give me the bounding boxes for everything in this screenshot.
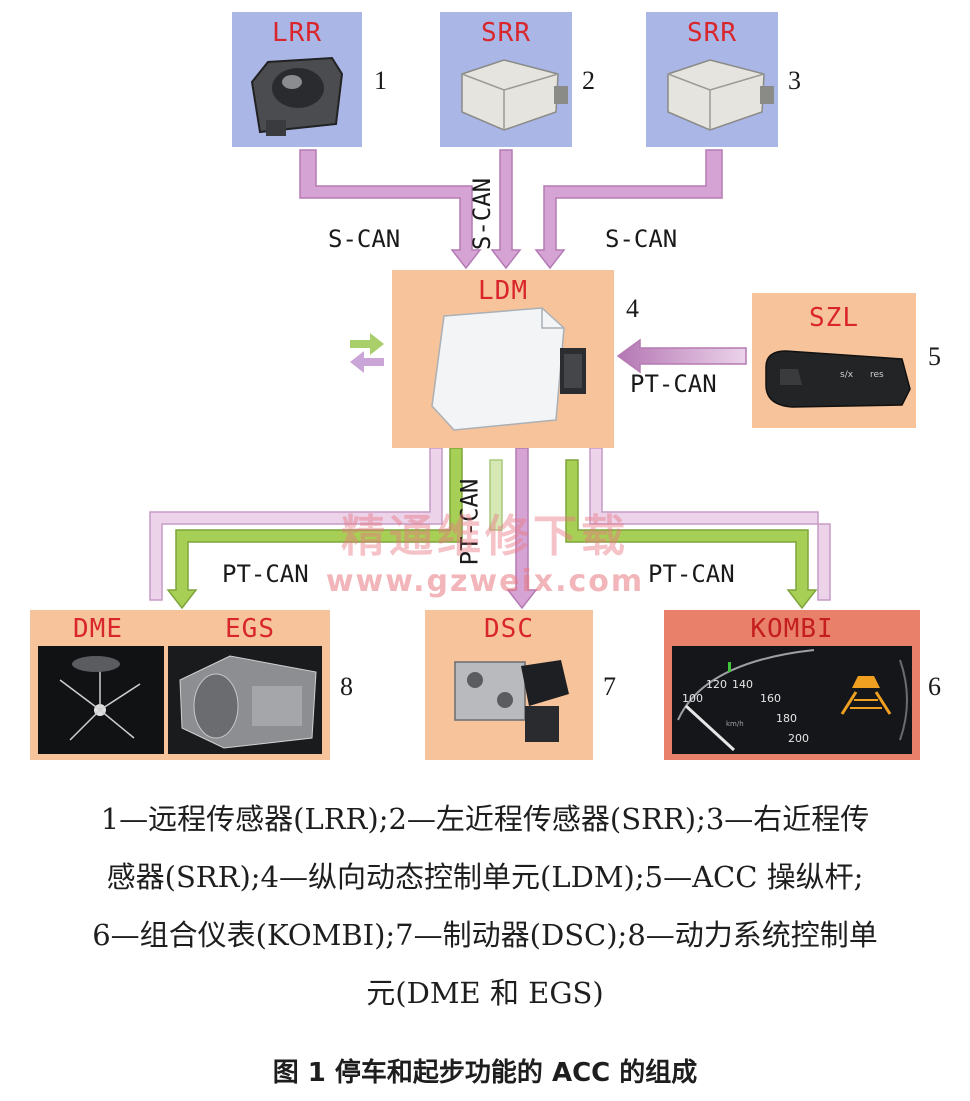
szl-mark-1: s/x	[840, 370, 854, 380]
ptcan-szl-line	[616, 338, 747, 374]
ptcan-egs-line	[166, 447, 463, 610]
scan-srr-right-line	[534, 149, 723, 270]
lrr-sensor-box: LRR	[232, 12, 362, 147]
acc-diagram: LRR 1 SRR 2 SRR 3 S-CAN S-CAN S-CAN	[30, 12, 941, 760]
kombi-unit: km/h	[726, 720, 744, 728]
kombi-tick-140: 140	[732, 678, 753, 691]
caption-line-2: 感器(SRR);4—纵向动态控制单元(LDM);5—ACC 操纵杆;	[106, 860, 864, 894]
scan-lrr-line	[299, 149, 482, 270]
ldm-label: LDM	[478, 276, 528, 306]
srr-right-number: 3	[788, 66, 801, 95]
dsc-module-box: DSC	[425, 610, 593, 760]
szl-lever-box: SZL s/x res	[752, 293, 916, 428]
dme-label: DME	[73, 614, 123, 644]
caption-line-4: 元(DME 和 EGS)	[366, 976, 604, 1010]
kombi-tick-100: 100	[682, 692, 703, 705]
szl-lever-icon: s/x res	[765, 350, 911, 408]
ptcan-center-light-line	[489, 459, 503, 531]
dme-egs-icons	[38, 646, 322, 754]
caption-line-3: 6—组合仪表(KOMBI);7—制动器(DSC);8—动力系统控制单	[92, 918, 878, 952]
srr-left-sensor-box: SRR	[440, 12, 572, 147]
ldm-module-icon	[431, 307, 586, 431]
dme-egs-number: 8	[340, 672, 353, 701]
kombi-box: KOMBI 100 120 140 160 180 200 km/h	[664, 610, 920, 760]
dsc-label: DSC	[484, 614, 534, 644]
kombi-tick-160: 160	[760, 692, 781, 705]
bidirectional-icon	[350, 333, 384, 373]
figure-title: 图 1 停车和起步功能的 ACC 的组成	[272, 1058, 698, 1088]
kombi-label: KOMBI	[750, 614, 834, 644]
srr-left-label: SRR	[481, 18, 531, 48]
kombi-tick-120: 120	[706, 678, 727, 691]
srr-right-label: SRR	[687, 18, 737, 48]
scan-right-label: S-CAN	[605, 225, 678, 253]
ptcan-szl-label: PT-CAN	[630, 370, 717, 398]
ptcan-kombi-green-line	[565, 459, 818, 610]
dsc-module-icon	[454, 660, 569, 742]
ptcan-left-label: PT-CAN	[222, 560, 309, 588]
lrr-number: 1	[374, 66, 387, 95]
lrr-sensor-icon	[250, 56, 344, 136]
scan-center-label: S-CAN	[468, 177, 497, 251]
szl-label: SZL	[809, 303, 859, 333]
ptcan-dsc-line	[506, 447, 538, 610]
ptcan-right-label: PT-CAN	[648, 560, 735, 588]
dsc-number: 7	[603, 672, 616, 701]
ldm-module-box: LDM	[392, 270, 614, 448]
acc-car-indicator-icon	[840, 676, 892, 715]
ptcan-center-label: PT-CAN	[455, 478, 484, 566]
srr-right-sensor-icon	[667, 59, 774, 131]
scan-left-label: S-CAN	[328, 225, 401, 253]
szl-mark-2: res	[870, 370, 884, 380]
ptcan-kombi-purple-line	[589, 447, 831, 601]
kombi-gauge-icon: 100 120 140 160 180 200 km/h	[672, 646, 912, 754]
srr-left-number: 2	[582, 66, 595, 95]
bus-lines	[149, 149, 831, 610]
dme-egs-box: DME EGS	[30, 610, 330, 760]
ldm-number: 4	[626, 294, 639, 323]
caption-line-1: 1—远程传感器(LRR);2—左近程传感器(SRR);3—右近程传	[100, 802, 870, 836]
kombi-number: 6	[928, 672, 941, 701]
szl-number: 5	[928, 342, 941, 371]
lrr-label: LRR	[272, 18, 322, 48]
ptcan-dme-line	[149, 447, 443, 601]
scan-srr-center-line	[490, 149, 522, 270]
egs-label: EGS	[225, 614, 275, 644]
srr-right-sensor-box: SRR	[646, 12, 778, 147]
kombi-tick-180: 180	[776, 712, 797, 725]
kombi-tick-200: 200	[788, 732, 809, 745]
srr-left-sensor-icon	[461, 59, 568, 131]
figure-caption: 1—远程传感器(LRR);2—左近程传感器(SRR);3—右近程传 感器(SRR…	[20, 790, 950, 1022]
